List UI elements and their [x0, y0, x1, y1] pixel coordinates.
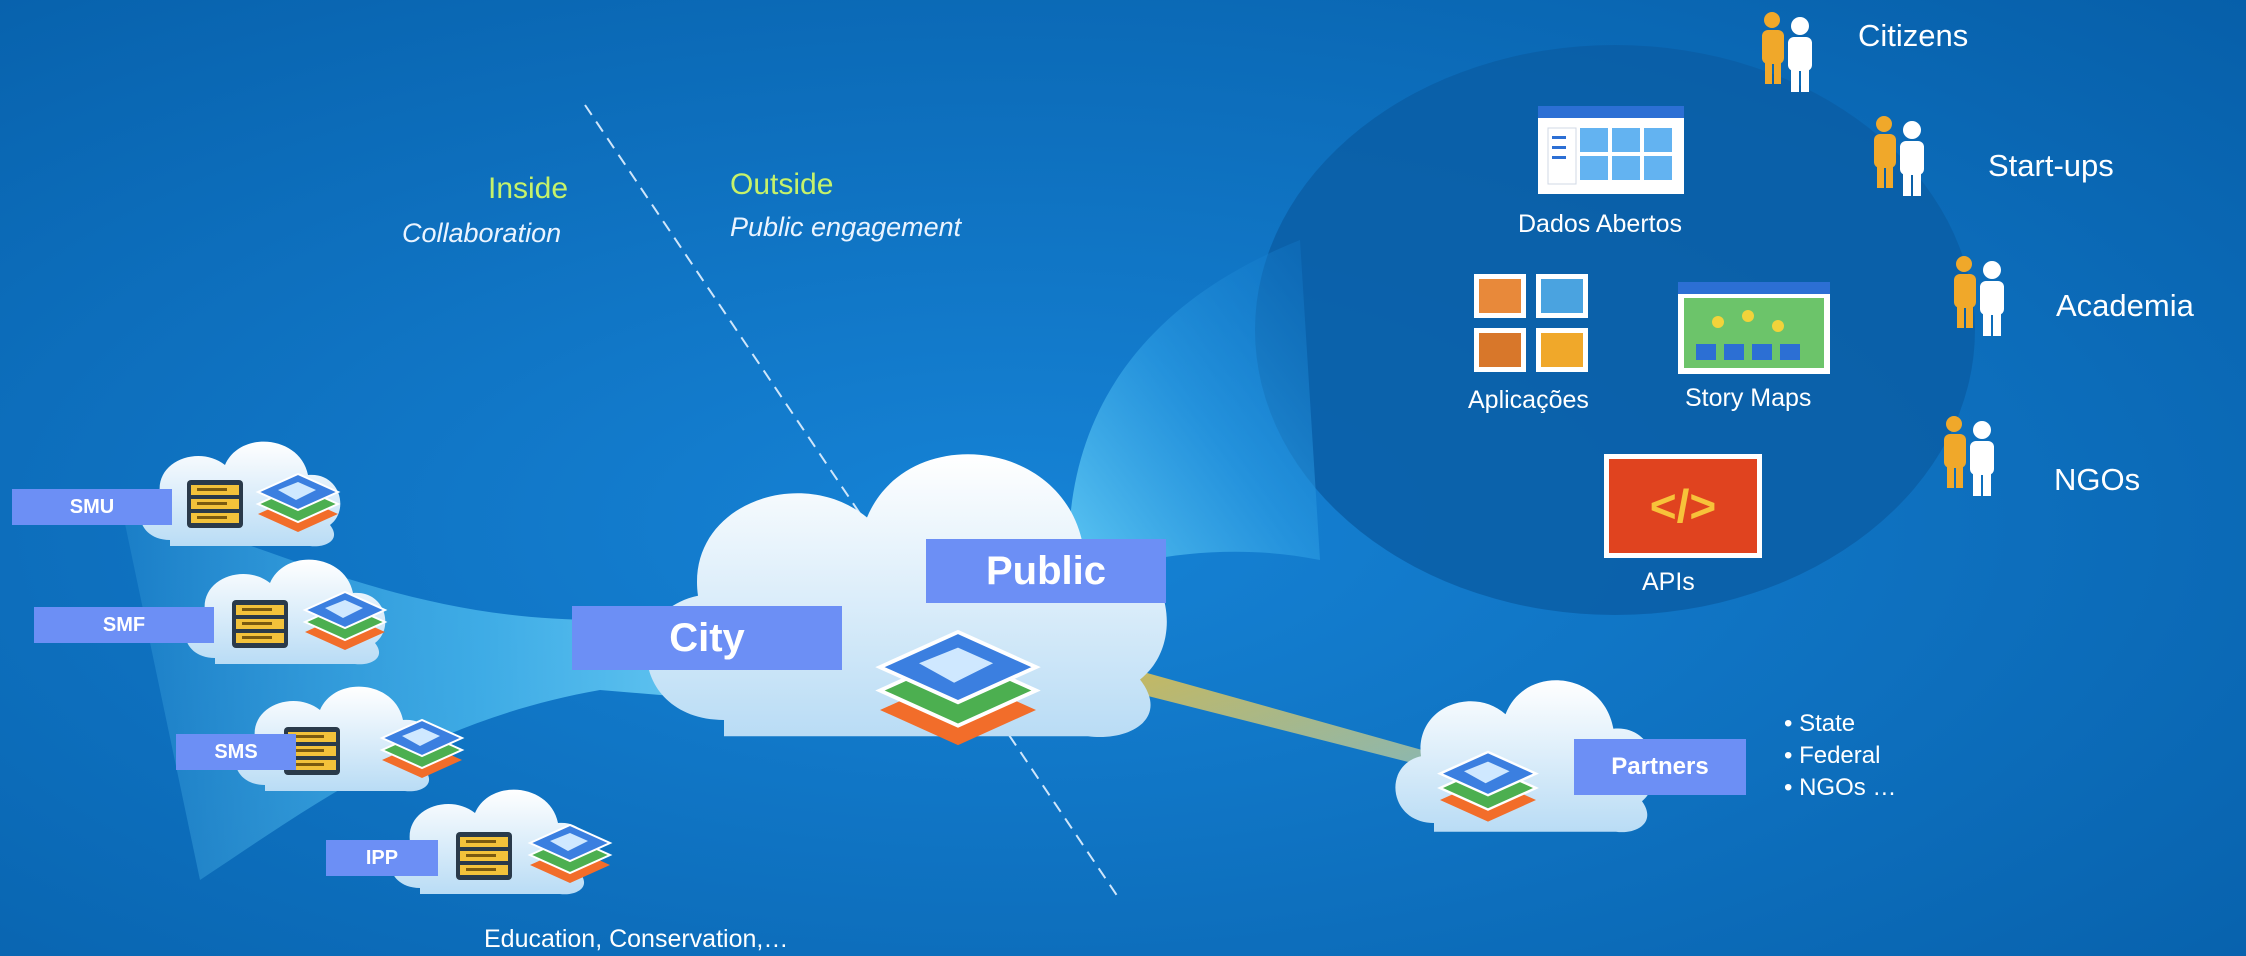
partners-bullet: • State [1784, 710, 1856, 737]
server-icon [456, 832, 512, 880]
open-data-icon [1538, 106, 1684, 194]
inside-title: Inside [488, 172, 569, 205]
public-circle [1255, 45, 1975, 615]
stakeholder-startups: Start-ups [1988, 148, 2114, 183]
outside-subtitle: Public engagement [730, 212, 962, 242]
dept-tag-ipp: IPP [326, 840, 438, 876]
server-icon [232, 600, 288, 648]
outside-title: Outside [730, 168, 834, 201]
stakeholder-academia: Academia [2056, 288, 2194, 323]
stakeholder-ngos: NGOs [2054, 462, 2141, 497]
open-data-label: Dados Abertos [1518, 210, 1682, 238]
apps-label: Aplicações [1468, 386, 1589, 414]
apis-label: APIs [1642, 568, 1695, 596]
inside-subtitle: Collaboration [402, 218, 562, 248]
partner-connector [1065, 650, 1440, 770]
partners-tag: Partners [1574, 739, 1746, 795]
dept-tag-smf: SMF [34, 607, 214, 643]
city-tag: City [572, 606, 842, 670]
dept-tag-smu: SMU [12, 489, 172, 525]
departments-caption: Education, Conservation,… [484, 925, 789, 953]
svg-text:</>: </> [1650, 480, 1717, 532]
stakeholder-citizens: Citizens [1858, 18, 1969, 53]
partners-bullet: • NGOs … [1784, 774, 1897, 801]
partners-bullet: • Federal [1784, 742, 1881, 769]
public-tag: Public [926, 539, 1166, 603]
dept-tag-sms: SMS [176, 734, 296, 770]
story-maps-icon [1678, 282, 1830, 374]
partners-bullet-list: • State • Federal • NGOs … [1784, 708, 1896, 804]
apps-icon [1474, 274, 1588, 372]
server-icon [187, 480, 243, 528]
story-maps-label: Story Maps [1685, 384, 1812, 412]
apis-icon: </> [1604, 454, 1762, 558]
outside-funnel [1070, 240, 1320, 580]
